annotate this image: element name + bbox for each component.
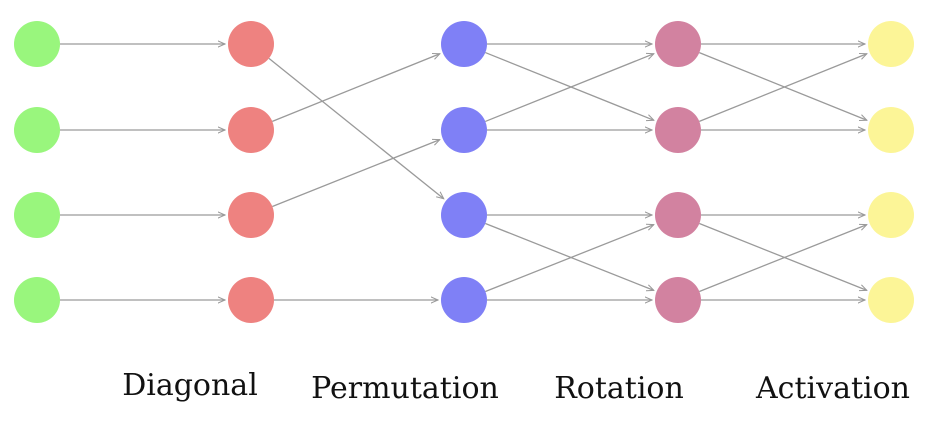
edge-arrow <box>485 225 653 293</box>
rotation-node <box>655 192 701 238</box>
permutation-node <box>441 21 487 67</box>
diagonal-node <box>228 21 274 67</box>
rotation-node <box>655 21 701 67</box>
label-activation: Activation <box>755 371 910 406</box>
permutation-node <box>441 277 487 323</box>
nodes-group <box>14 21 914 323</box>
edge-arrow <box>272 54 440 122</box>
activation-node <box>868 277 914 323</box>
input-node <box>14 107 60 153</box>
input-node <box>14 192 60 238</box>
diagonal-node <box>228 277 274 323</box>
permutation-node <box>441 192 487 238</box>
input-node <box>14 277 60 323</box>
edge-arrow <box>485 51 654 121</box>
edge-arrow <box>699 225 866 293</box>
edge-arrow <box>699 222 866 291</box>
edge-arrow <box>485 222 653 290</box>
rotation-node <box>655 277 701 323</box>
edges-group <box>60 44 867 300</box>
permutation-node <box>441 107 487 153</box>
label-diagonal: Diagonal <box>122 368 258 403</box>
edge-arrow <box>272 140 439 208</box>
activation-node <box>868 21 914 67</box>
labels-group: Diagonal Permutation Rotation Activation <box>122 368 910 406</box>
input-node <box>14 21 60 67</box>
edge-arrow <box>699 54 867 122</box>
activation-node <box>868 192 914 238</box>
edge-arrow <box>699 52 867 121</box>
diagonal-node <box>228 107 274 153</box>
edge-arrow <box>485 54 654 123</box>
activation-node <box>868 107 914 153</box>
label-permutation: Permutation <box>311 371 499 406</box>
rotation-node <box>655 107 701 153</box>
diagonal-node <box>228 192 274 238</box>
edge-arrow <box>268 57 444 198</box>
label-rotation: Rotation <box>554 371 684 406</box>
